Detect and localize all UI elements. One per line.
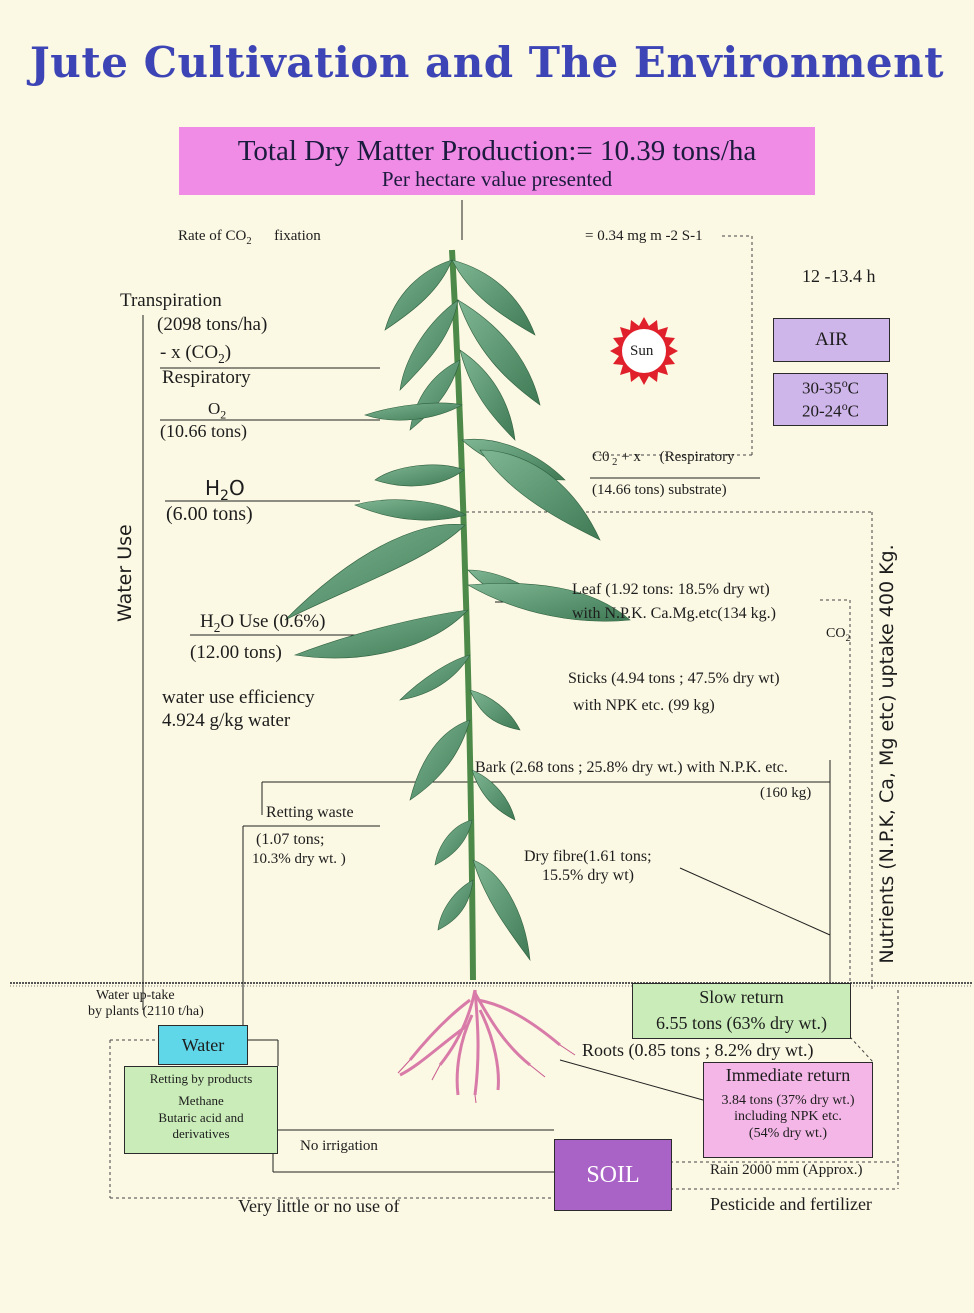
h2o-use-label: H2O Use (0.6%) bbox=[200, 611, 325, 635]
co2-respiratory-label: C0 2 + x (Respiratory bbox=[592, 449, 735, 469]
water-box: Water bbox=[158, 1025, 248, 1065]
retting-methane: Methane bbox=[125, 1093, 277, 1109]
temp-night: 20-24oC bbox=[774, 399, 887, 422]
roots-illustration bbox=[380, 985, 580, 1105]
daylength: 12 -13.4 h bbox=[802, 266, 876, 287]
air-box: AIR bbox=[773, 318, 890, 362]
nutrients-uptake-axis-label: Nutrients (N.P.K, Ca, Mg etc) uptake 400… bbox=[876, 524, 898, 984]
bark-label: Bark (2.68 tons ; 25.8% dry wt.) with N.… bbox=[475, 759, 788, 777]
fibre-label: Dry fibre(1.61 tons; bbox=[524, 848, 652, 866]
immediate-return-title: Immediate return bbox=[704, 1065, 872, 1087]
retting-by-products-title: Retting by products bbox=[125, 1071, 277, 1087]
temp-day: 30-35oC bbox=[774, 376, 887, 399]
transpiration-value: (2098 tons/ha) bbox=[157, 314, 267, 336]
roots-label: Roots (0.85 tons ; 8.2% dry wt.) bbox=[582, 1040, 814, 1061]
wue-value: 4.924 g/kg water bbox=[162, 710, 290, 732]
o2-value: (10.66 tons) bbox=[160, 421, 247, 442]
retting-derivatives: derivatives bbox=[125, 1126, 277, 1142]
slow-return-box: Slow return 6.55 tons (63% dry wt.) bbox=[632, 983, 851, 1039]
immediate-return-line1: 3.84 tons (37% dry wt.) bbox=[704, 1093, 872, 1110]
o2-label: O2 bbox=[208, 399, 226, 422]
h2o-use-value: (12.00 tons) bbox=[190, 642, 282, 664]
retting-butaric: Butaric acid and bbox=[125, 1110, 277, 1126]
pesticide-fertilizer-label: Pesticide and fertilizer bbox=[710, 1194, 872, 1215]
retting-waste-label: Retting waste bbox=[266, 804, 354, 822]
h2o-value: (6.00 tons) bbox=[166, 503, 253, 526]
wue-label: water use efficiency bbox=[162, 687, 315, 709]
leaf-label: Leaf (1.92 tons: 18.5% dry wt) bbox=[572, 581, 770, 599]
rain-label: Rain 2000 mm (Approx.) bbox=[710, 1162, 862, 1179]
transpiration-label: Transpiration bbox=[120, 290, 222, 312]
co2-small-label: CO2 bbox=[826, 626, 850, 644]
co2-respiratory-value: (14.66 tons) substrate) bbox=[592, 482, 727, 499]
sticks-label: Sticks (4.94 tons ; 47.5% dry wt) bbox=[568, 670, 780, 688]
retting-by-products-box: Retting by products Methane Butaric acid… bbox=[124, 1066, 278, 1154]
soil-box: SOIL bbox=[554, 1139, 672, 1211]
co2-emission-label: - x (CO2) bbox=[160, 342, 231, 366]
leaf-nutrients: with N.P.K. Ca.Mg.etc(134 kg.) bbox=[572, 605, 776, 623]
slow-return-title: Slow return bbox=[633, 984, 850, 1010]
water-uptake-label: Water up-take bbox=[96, 988, 175, 1004]
bark-nutrients: (160 kg) bbox=[760, 785, 811, 802]
retting-waste-percent: 10.3% dry wt. ) bbox=[252, 851, 346, 868]
water-uptake-value: by plants (2110 t/ha) bbox=[88, 1004, 204, 1020]
fibre-percent: 15.5% dry wt) bbox=[542, 867, 634, 885]
water-use-axis-label: Water Use bbox=[114, 532, 136, 622]
immediate-return-box: Immediate return 3.84 tons (37% dry wt.)… bbox=[703, 1062, 873, 1158]
slow-return-value: 6.55 tons (63% dry wt.) bbox=[633, 1010, 850, 1036]
no-irrigation-label: No irrigation bbox=[300, 1138, 378, 1155]
retting-waste-value: (1.07 tons; bbox=[256, 831, 324, 849]
h2o-label: H2O bbox=[205, 477, 245, 504]
air-temperature-box: 30-35oC 20-24oC bbox=[773, 373, 888, 426]
respiratory-label: Respiratory bbox=[162, 367, 251, 389]
very-little-use-label: Very little or no use of bbox=[238, 1196, 399, 1217]
sticks-nutrients: with NPK etc. (99 kg) bbox=[573, 697, 715, 715]
immediate-return-line2: including NPK etc. bbox=[704, 1109, 872, 1126]
immediate-return-line3: (54% dry wt.) bbox=[704, 1126, 872, 1143]
